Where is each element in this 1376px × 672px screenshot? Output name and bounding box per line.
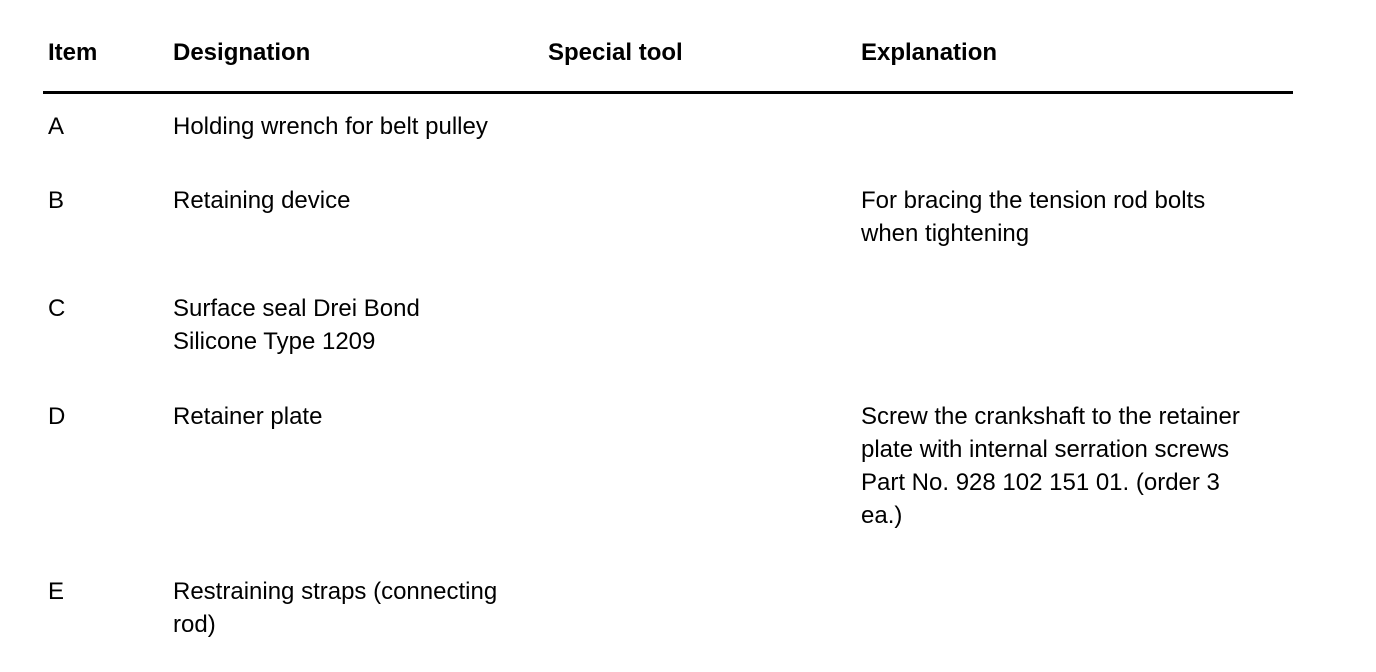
column-header-designation: Designation [173,39,311,66]
designation-cell: Restraining straps (connecting rod) [173,578,498,638]
designation-cell: Surface seal Drei Bond Silicone Type 120… [173,295,420,355]
explanation-cell: For bracing the tension rod bolts when t… [861,187,1206,247]
item-cell: B [48,187,65,214]
designation-cell: Holding wrench for belt pulley [173,113,488,140]
column-header-item: Item [48,39,98,66]
designation-cell: Retainer plate [173,403,323,430]
column-header-special-tool: Special tool [548,39,683,66]
column-header-explanation: Explanation [861,39,998,66]
item-cell: D [48,403,66,430]
explanation-cell: Screw the crankshaft to the retainer pla… [861,403,1240,529]
item-cell: C [48,295,66,322]
header-rule [43,91,1293,94]
designation-cell: Retaining device [173,187,351,214]
item-cell: A [48,113,65,140]
item-cell: E [48,578,65,605]
